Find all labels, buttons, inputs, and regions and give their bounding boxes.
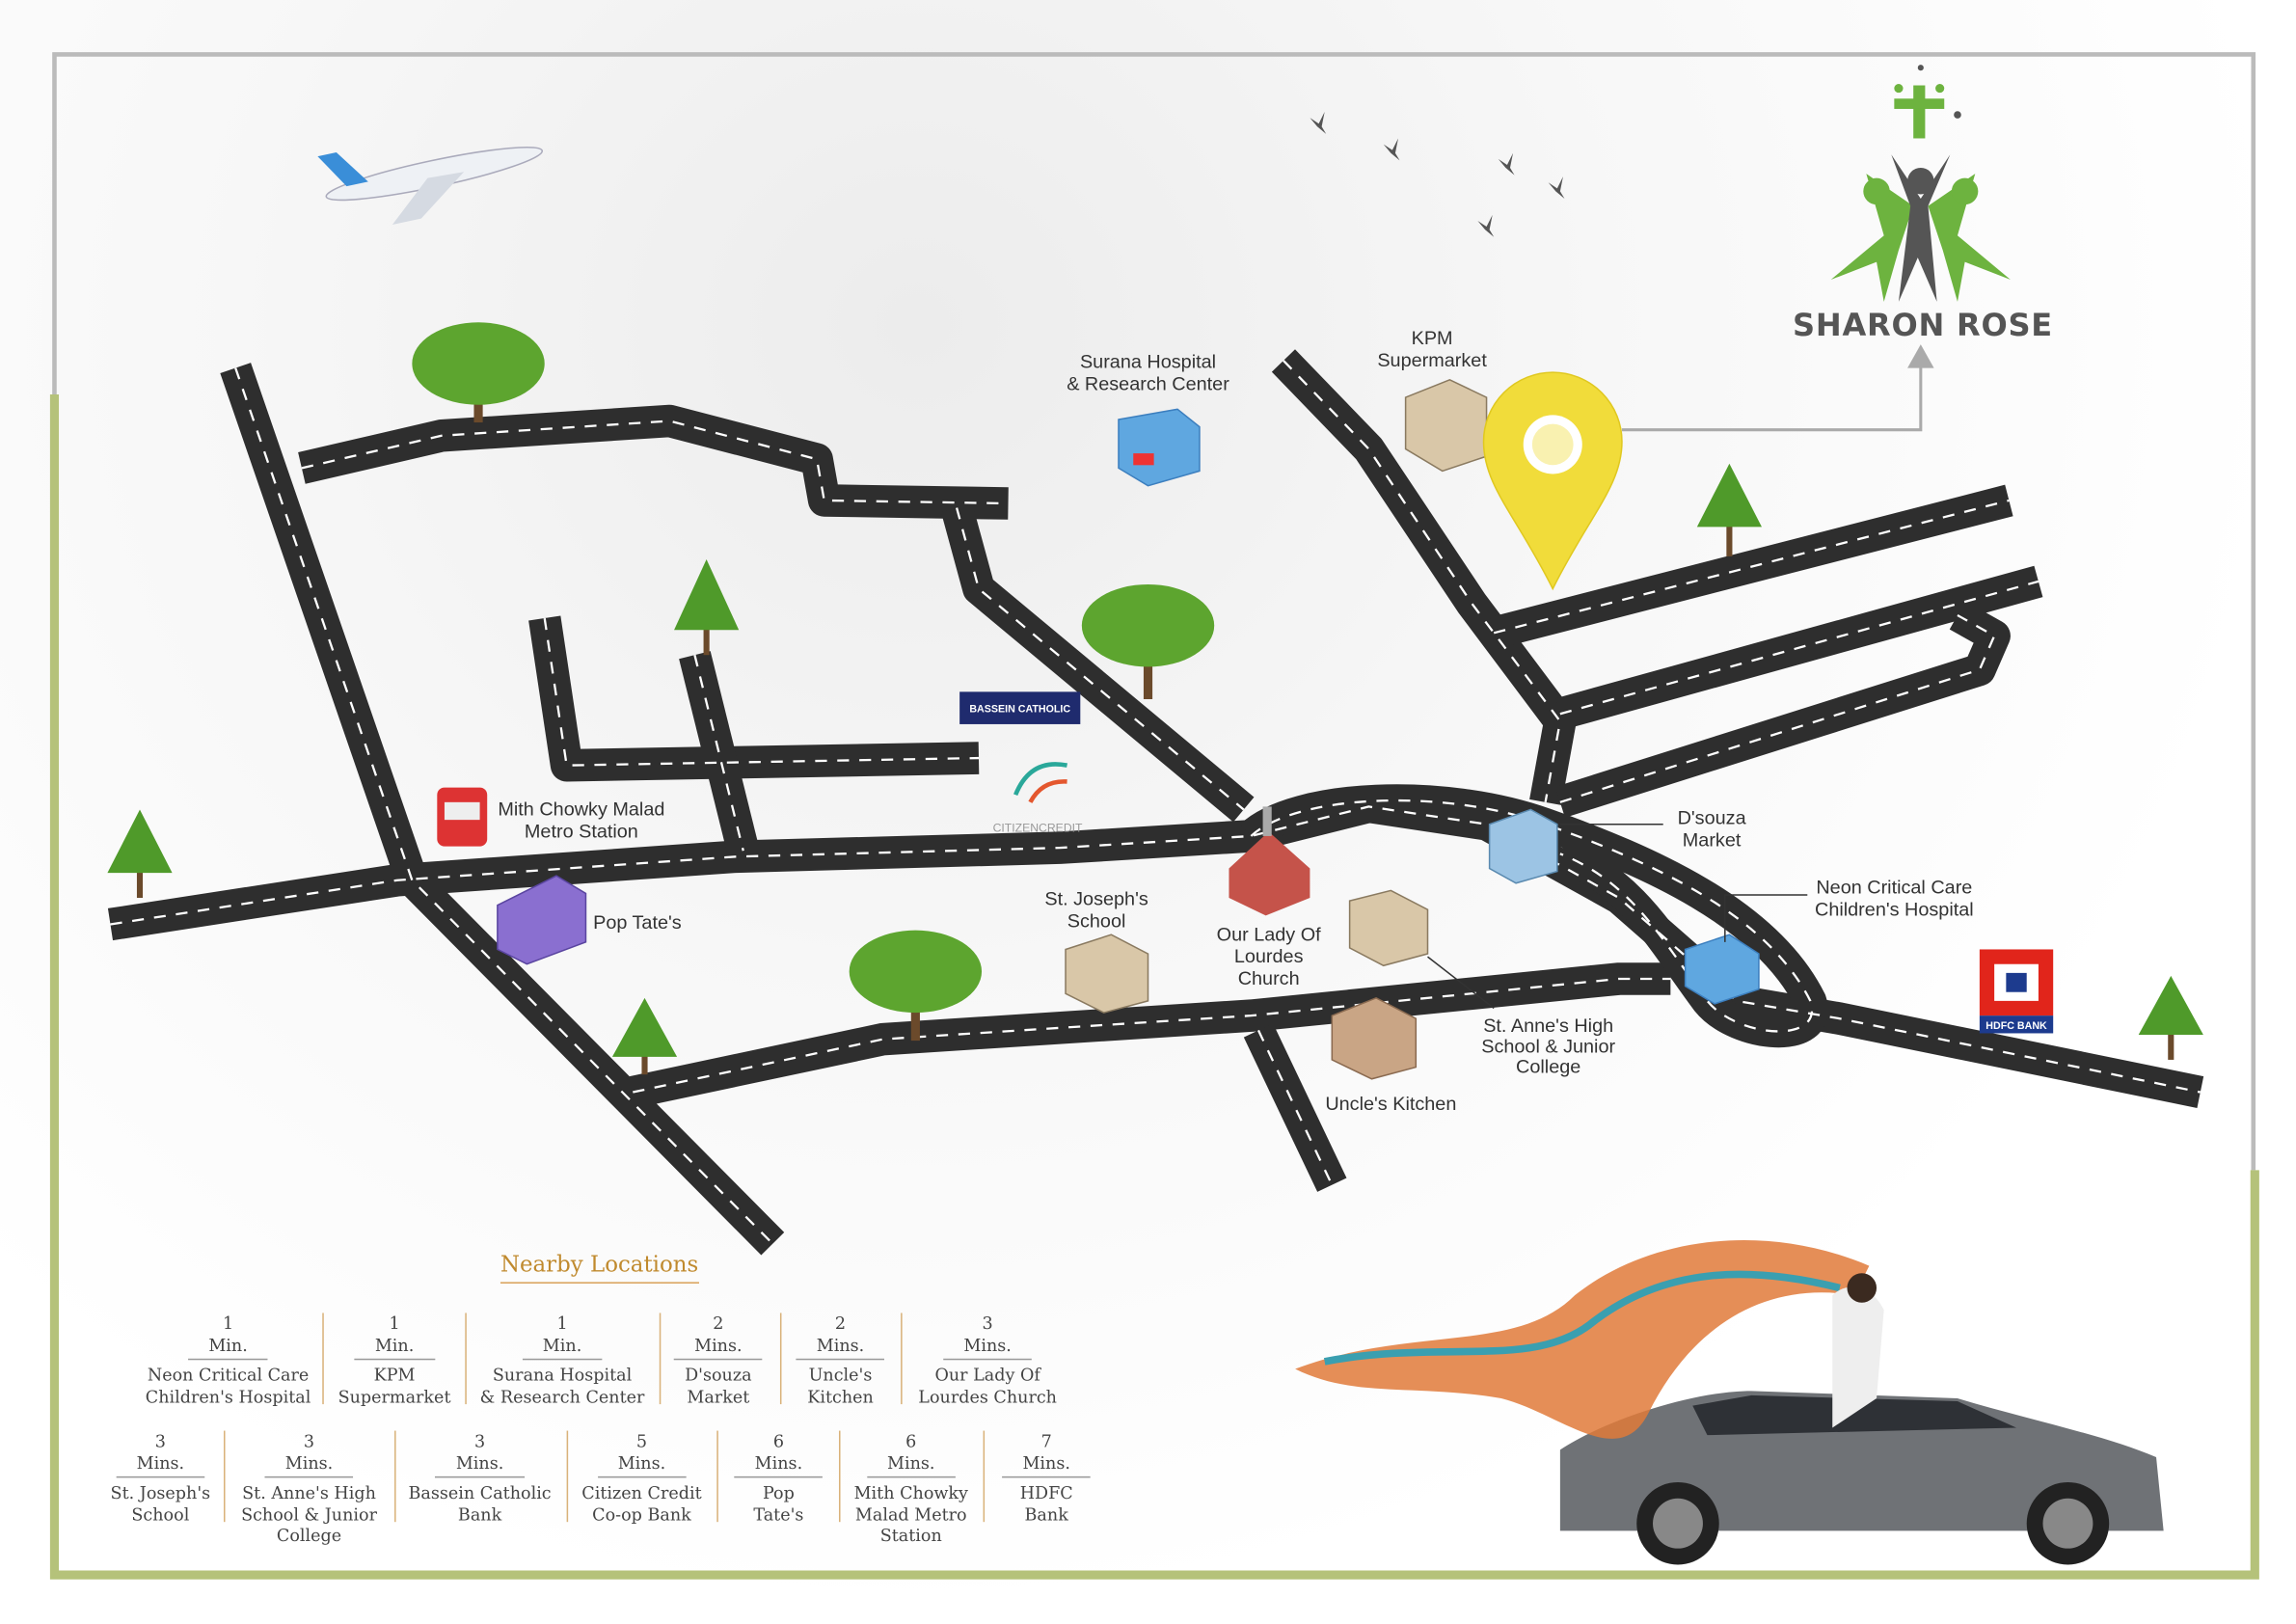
label-uncles: Uncle's Kitchen: [1325, 1094, 1456, 1115]
tree-icon: [2138, 975, 2203, 1060]
divider: [659, 1313, 662, 1405]
neon-hospital-icon: [1684, 934, 1760, 1005]
divider: [838, 1430, 841, 1523]
divider: [901, 1313, 903, 1405]
leader-lines: [1427, 823, 1808, 1010]
frame-green: [49, 394, 2259, 1580]
car-illustration: [1559, 1391, 2164, 1565]
airplane-icon: [317, 147, 544, 226]
divider: [983, 1430, 986, 1523]
divider: [779, 1313, 782, 1405]
tree-icon: [611, 997, 678, 1075]
metro-train-icon: [437, 787, 488, 847]
divider: [716, 1430, 718, 1523]
project-location-pin-icon: [1482, 371, 1623, 591]
pop-tates-icon: [497, 875, 587, 965]
svg-text:HDFC BANK: HDFC BANK: [1985, 1020, 2047, 1032]
divider: [223, 1430, 226, 1523]
arrow-up-icon: [1907, 344, 1934, 368]
birds-icon: [1310, 111, 1565, 237]
hdfc-bank-logo: HDFC BANK: [1979, 949, 2054, 1034]
svg-text:CITIZENCREDIT: CITIZENCREDIT: [993, 821, 1083, 834]
frame-gray: [52, 52, 2256, 1171]
svg-text:BASSEIN CATHOLIC: BASSEIN CATHOLIC: [969, 704, 1070, 716]
label-surana: Surana Hospital& Research Center: [1067, 352, 1229, 395]
tree-icon: [107, 809, 173, 899]
label-pop-tates: Pop Tate's: [593, 912, 682, 934]
kpm-supermarket-icon: [1404, 378, 1488, 473]
pin-to-logo-line: [1621, 360, 1923, 432]
uncles-kitchen-icon: [1331, 996, 1418, 1080]
tree-icon: [849, 930, 983, 1042]
dsouza-market-icon: [1488, 808, 1558, 884]
scarf-illustration: [1295, 1239, 1884, 1439]
st-josephs-school-icon: [1065, 934, 1149, 1014]
brand-name: SHARON ROSE: [1793, 307, 2053, 343]
tree-icon: [412, 322, 545, 423]
st-annes-school-icon: [1348, 889, 1429, 967]
trees: [107, 322, 2203, 1075]
nearby-title: Nearby Locations: [500, 1251, 699, 1284]
tree-icon: [1081, 583, 1215, 699]
bassein-catholic-bank-logo: BASSEIN CATHOLIC: [959, 691, 1081, 724]
divider: [566, 1430, 569, 1523]
tree-icon: [674, 558, 740, 656]
divider: [394, 1430, 396, 1523]
church-icon: [1229, 806, 1310, 916]
divider: [465, 1313, 467, 1405]
sharon-rose-logo: [1830, 65, 2011, 302]
tree-icon: [1696, 463, 1762, 556]
roads: [107, 349, 2204, 1256]
citizen-credit-logo: CITIZENCREDIT: [993, 762, 1083, 834]
surana-hospital-icon: [1118, 408, 1201, 487]
divider: [322, 1313, 324, 1405]
